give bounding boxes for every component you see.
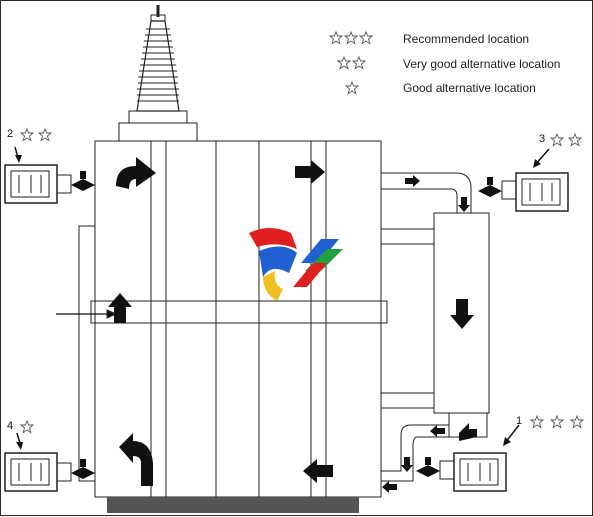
flow-arrow-icon xyxy=(303,459,333,483)
location-number-1: 1 xyxy=(516,415,523,427)
star-outline-icon xyxy=(530,415,584,429)
flow-arrow-icon xyxy=(450,299,474,329)
star-outline-icon xyxy=(337,56,366,70)
flow-arrow-icon xyxy=(401,457,413,472)
flow-arrow-icon xyxy=(459,423,477,441)
monitor-unit-3 xyxy=(478,148,569,212)
flow-arrow-icon xyxy=(458,197,470,212)
location-number-3: 3 xyxy=(539,133,546,145)
star-outline-icon xyxy=(550,133,582,147)
flow-arrow-icon xyxy=(116,157,156,189)
star-outline-icon xyxy=(329,31,373,45)
monitor-unit-4 xyxy=(4,432,95,492)
monitor-unit-2 xyxy=(4,146,96,204)
flow-arrow-icon xyxy=(382,481,397,493)
flow-arrow-icon xyxy=(405,175,420,187)
location-number-4: 4 xyxy=(7,420,14,432)
valve-icon xyxy=(71,459,95,479)
bushing xyxy=(118,5,198,142)
flow-arrow-icon xyxy=(108,293,132,323)
legend-recommended: Recommended location xyxy=(403,32,530,46)
flow-arrows xyxy=(108,157,477,493)
valve-icon xyxy=(71,171,95,191)
legend-good: Good alternative location xyxy=(403,81,536,95)
monitor-unit-1 xyxy=(416,424,520,492)
star-outline-icon xyxy=(20,128,52,142)
legend-stars xyxy=(329,31,373,95)
star-outline-icon xyxy=(20,420,34,434)
valve-icon xyxy=(478,177,502,197)
flow-arrow-icon xyxy=(295,160,325,184)
location-number-2: 2 xyxy=(7,128,14,140)
star-outline-icon xyxy=(345,81,359,95)
flow-arrow-icon xyxy=(430,425,445,437)
tank-base xyxy=(107,497,359,513)
tank xyxy=(56,140,388,498)
legend-very-good: Very good alternative location xyxy=(403,57,561,71)
ribbon-logo xyxy=(249,228,343,301)
valve-icon xyxy=(416,457,440,477)
flow-arrow-icon xyxy=(119,433,153,486)
radiator xyxy=(380,172,490,482)
